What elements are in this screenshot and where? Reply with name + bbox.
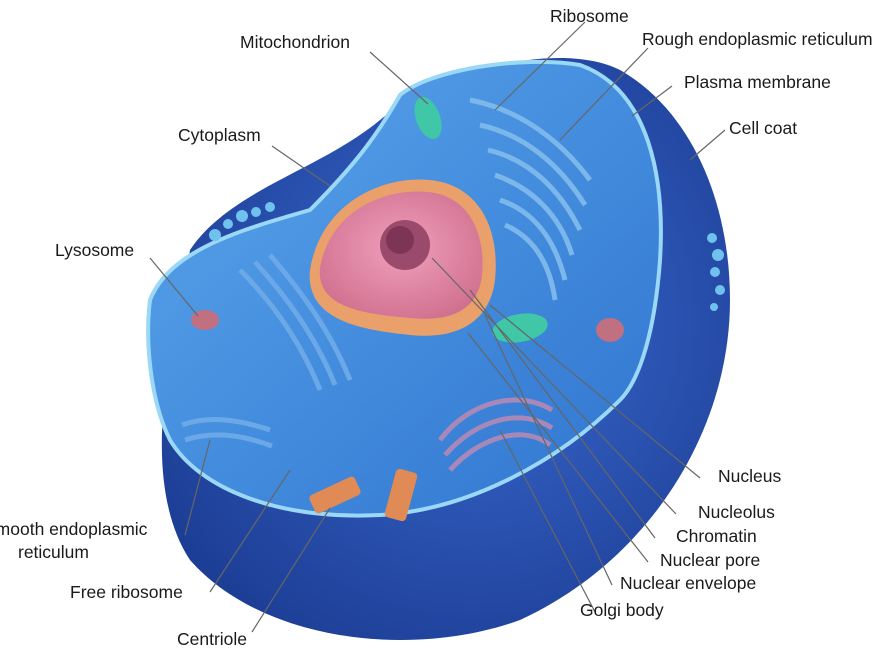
nucleus — [309, 179, 496, 336]
centrioles — [309, 468, 418, 522]
leader-lines — [149, 21, 726, 633]
label-nucleolus: Nucleolus — [698, 502, 775, 522]
label-smooth-er-line1: Smooth endoplasmic — [0, 519, 148, 539]
lysosome-2 — [596, 318, 624, 342]
rough-er — [469, 97, 592, 301]
mitochondrion-top — [414, 96, 442, 140]
label-cell-coat: Cell coat — [729, 118, 797, 138]
label-centriole: Centriole — [177, 629, 247, 649]
smooth-er — [181, 253, 353, 449]
membrane-bumps — [209, 202, 275, 241]
label-lysosome: Lysosome — [55, 240, 134, 260]
label-mitochondrion: Mitochondrion — [240, 32, 350, 52]
label-nuclear-envelope: Nuclear envelope — [620, 573, 756, 593]
label-smooth-er-line2: reticulum — [18, 542, 89, 562]
membrane-bumps-right — [707, 233, 725, 311]
label-nuclear-pore: Nuclear pore — [660, 550, 760, 570]
label-plasma-membrane: Plasma membrane — [684, 72, 831, 92]
label-cytoplasm: Cytoplasm — [178, 125, 261, 145]
lysosome — [191, 310, 219, 330]
golgi-body — [438, 397, 554, 472]
label-ribosome: Ribosome — [550, 6, 629, 26]
label-golgi-body: Golgi body — [580, 600, 664, 620]
label-nucleus: Nucleus — [718, 466, 781, 486]
label-chromatin: Chromatin — [676, 526, 757, 546]
label-rough-er: Rough endoplasmic reticulum — [642, 29, 873, 49]
label-free-ribosome: Free ribosome — [70, 582, 183, 602]
